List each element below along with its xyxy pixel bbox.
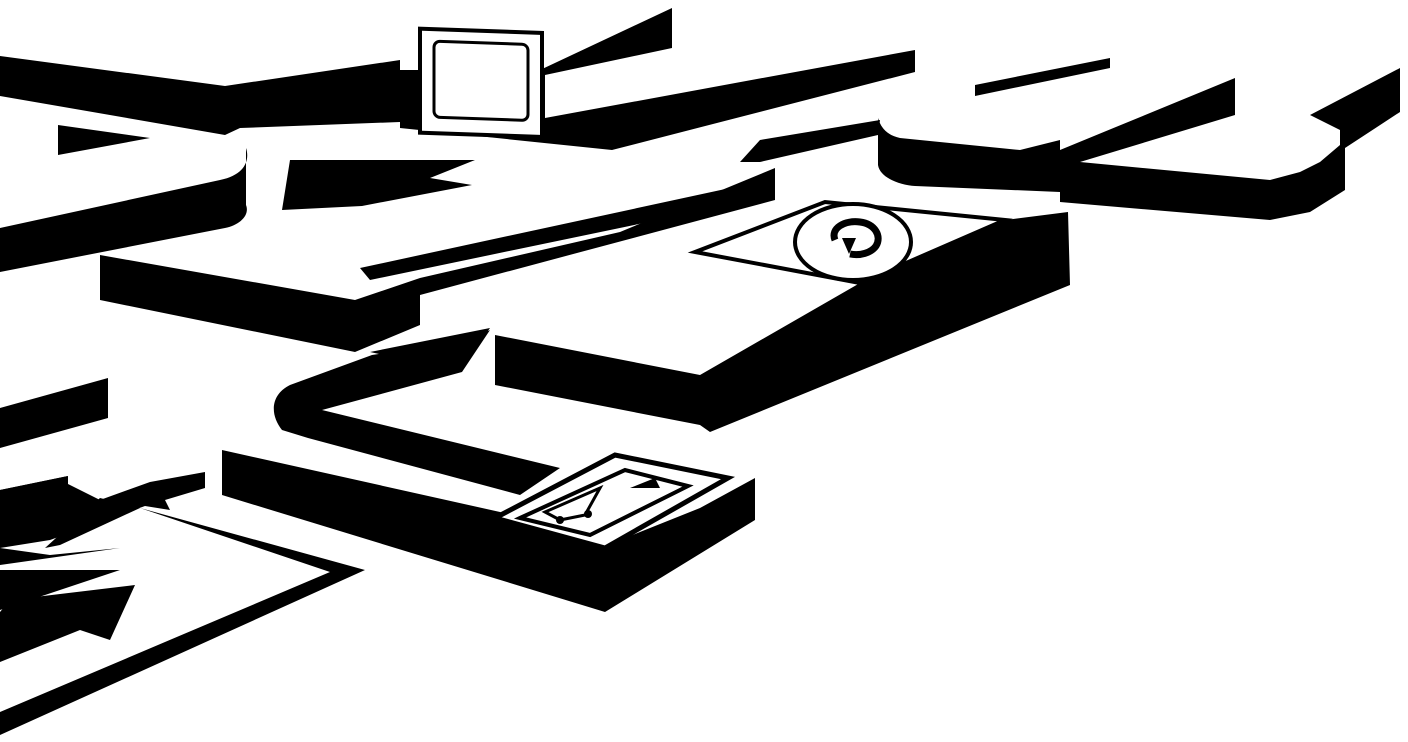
top-left-arrowhead	[58, 125, 150, 155]
right-arrowhead	[740, 120, 880, 162]
monitor-icon	[420, 29, 542, 137]
power-panel	[495, 202, 1070, 432]
middle-left-arrowhead	[282, 160, 475, 210]
